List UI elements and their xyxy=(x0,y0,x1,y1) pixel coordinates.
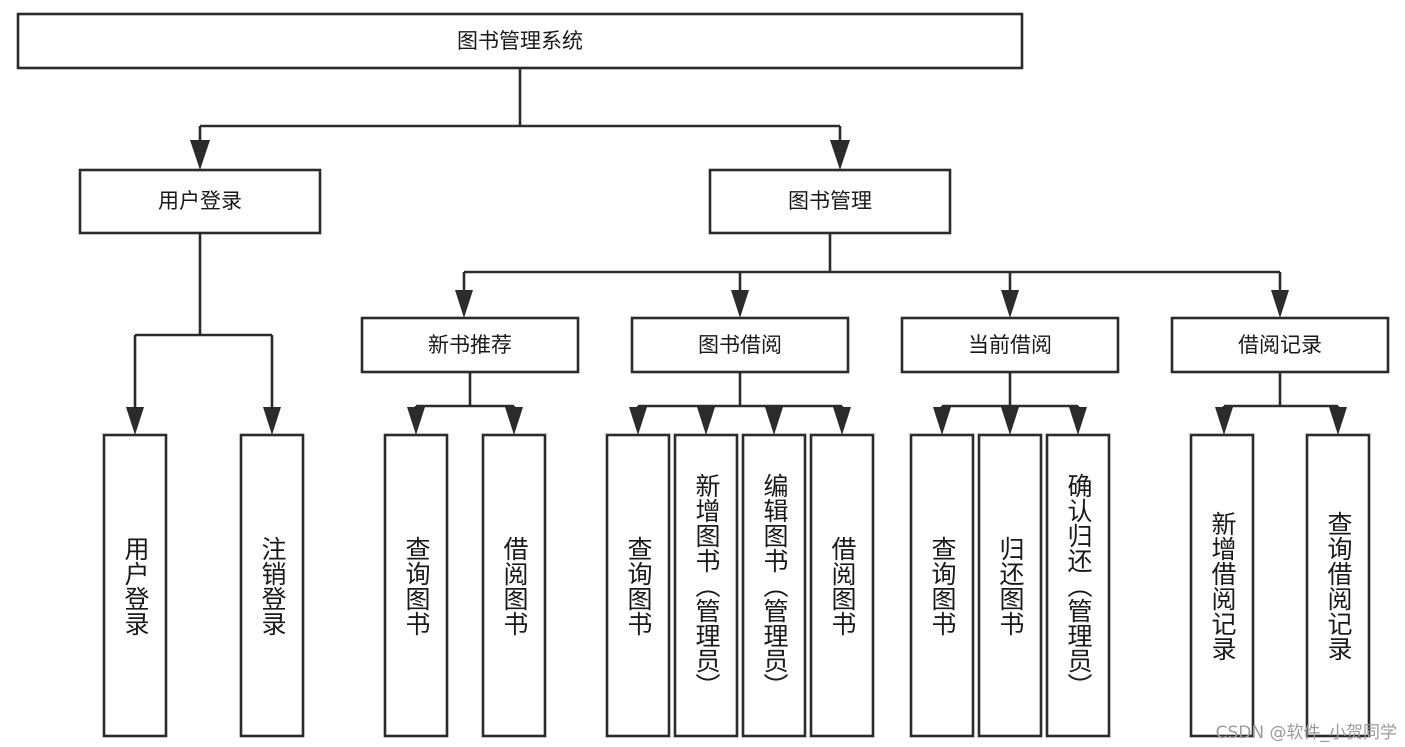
node-root-system-label: 图书管理系统 xyxy=(457,29,583,53)
arrow-head-leaf-add-record xyxy=(1215,407,1233,435)
arrow-head-user-login xyxy=(190,140,210,170)
arrow-head-leaf-confirm-return xyxy=(1069,407,1087,435)
arrow-head-leaf-borrow-book-2 xyxy=(833,407,851,435)
node-leaf-edit-book-admin[interactable] xyxy=(741,433,807,738)
node-book-borrow-label: 图书借阅 xyxy=(698,333,782,357)
arrow-head-leaf-logout xyxy=(263,407,281,435)
node-leaf-add-borrow-record[interactable] xyxy=(1189,433,1255,738)
node-leaf-query-book-2[interactable] xyxy=(605,433,671,738)
node-book-borrow[interactable] xyxy=(630,316,850,374)
node-user-login[interactable] xyxy=(78,168,322,235)
arrow-head-leaf-query-book-2 xyxy=(629,407,647,435)
node-leaf-query-book-3[interactable] xyxy=(909,433,975,738)
arrow-head-leaf-borrow-book-1 xyxy=(505,407,523,435)
arrow-head-leaf-user-login xyxy=(126,407,144,435)
node-borrow-record[interactable] xyxy=(1170,316,1390,374)
node-leaf-query-book-1[interactable] xyxy=(383,433,449,738)
node-leaf-borrow-book-2[interactable] xyxy=(809,433,875,738)
node-user-login-label: 用户登录 xyxy=(158,189,242,213)
node-layer: 图书管理系统 用户登录 图书管理 新书推荐 图书借阅 当前借阅 借阅记录 xyxy=(16,12,1390,738)
node-borrow-record-label: 借阅记录 xyxy=(1238,333,1322,357)
node-root-system[interactable] xyxy=(16,12,1024,70)
node-leaf-return-book[interactable] xyxy=(977,433,1043,738)
arrow-head-borrow-record xyxy=(1271,290,1289,318)
node-leaf-user-login[interactable] xyxy=(102,433,168,738)
arrow-head-leaf-return-book xyxy=(1001,407,1019,435)
node-new-book-recommend-label: 新书推荐 xyxy=(428,333,512,357)
node-book-management[interactable] xyxy=(708,168,952,235)
node-leaf-add-book-admin[interactable] xyxy=(673,433,739,738)
arrow-head-leaf-edit-book xyxy=(765,407,783,435)
node-book-management-label: 图书管理 xyxy=(788,189,872,213)
node-new-book-recommend[interactable] xyxy=(360,316,580,374)
arrow-head-book-mgmt xyxy=(830,140,850,170)
node-leaf-logout[interactable] xyxy=(239,433,305,738)
node-current-borrow[interactable] xyxy=(900,316,1120,374)
arrow-head-new-book-rec xyxy=(455,290,473,318)
node-current-borrow-label: 当前借阅 xyxy=(968,333,1052,357)
node-leaf-borrow-book-1[interactable] xyxy=(481,433,547,738)
arrow-head-leaf-query-book-3 xyxy=(933,407,951,435)
node-leaf-confirm-return-admin[interactable] xyxy=(1045,433,1111,738)
node-leaf-query-borrow-record[interactable] xyxy=(1305,433,1371,738)
arrow-head-leaf-add-book xyxy=(697,407,715,435)
arrow-head-book-borrow xyxy=(731,290,749,318)
arrow-head-leaf-query-record xyxy=(1329,407,1347,435)
arrow-head-current-borrow xyxy=(1001,290,1019,318)
arrow-head-leaf-query-book-1 xyxy=(407,407,425,435)
connector-layer xyxy=(126,68,1347,435)
